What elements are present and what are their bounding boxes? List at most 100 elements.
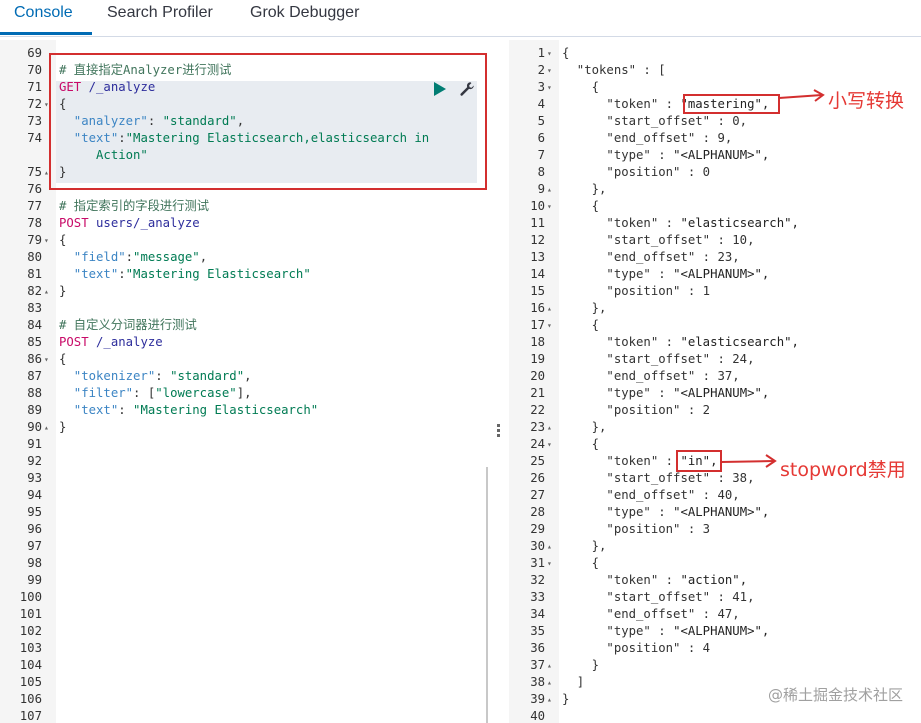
code-line: } — [59, 420, 67, 434]
line-number: 36 — [530, 641, 545, 655]
fold-toggle-icon[interactable]: ▴ — [547, 304, 552, 313]
code-line: "position" : 1 — [562, 284, 711, 298]
code-line: GET /_analyze — [59, 80, 156, 94]
line-number: 93 — [27, 471, 42, 485]
fold-toggle-icon[interactable]: ▴ — [547, 423, 552, 432]
line-number: 29 — [530, 522, 545, 536]
line-number: 103 — [19, 641, 42, 655]
code-line: "end_offset" : 40, — [562, 488, 740, 502]
line-number: 81 — [27, 267, 42, 281]
code-line: "position" : 3 — [562, 522, 711, 536]
fold-toggle-icon[interactable]: ▾ — [547, 202, 552, 211]
tab-bar: Console Search Profiler Grok Debugger — [0, 0, 921, 37]
fold-toggle-icon[interactable]: ▾ — [44, 355, 49, 364]
code-line: { — [562, 318, 600, 332]
line-number: 20 — [530, 369, 545, 383]
code-line: } — [562, 692, 570, 706]
line-number: 91 — [27, 437, 42, 451]
stopword-annotation: stopword禁用 — [780, 459, 906, 481]
code-line: "token" : "mastering", — [562, 97, 770, 111]
code-line: Action" — [59, 148, 148, 162]
fold-toggle-icon[interactable]: ▾ — [547, 559, 552, 568]
fold-toggle-icon[interactable]: ▴ — [547, 678, 552, 687]
fold-toggle-icon[interactable]: ▾ — [44, 236, 49, 245]
code-line: "position" : 2 — [562, 403, 711, 417]
code-line: "token" : "elasticsearch", — [562, 335, 799, 349]
lowercase-annotation: 小写转换 — [828, 90, 905, 112]
fold-toggle-icon[interactable]: ▴ — [547, 661, 552, 670]
line-number: 18 — [530, 335, 545, 349]
wrench-icon[interactable] — [459, 81, 475, 97]
line-number: 31 — [530, 556, 545, 570]
line-number: 101 — [19, 607, 42, 621]
code-line: "text": "Mastering Elasticsearch" — [59, 403, 319, 417]
code-line: "position" : 0 — [562, 165, 711, 179]
line-number: 86 — [27, 352, 42, 366]
line-number: 104 — [19, 658, 42, 672]
line-number: 34 — [530, 607, 545, 621]
line-number: 90 — [27, 420, 42, 434]
code-line: }, — [562, 301, 607, 315]
line-number: 72 — [27, 97, 42, 111]
request-annotation-box — [49, 53, 487, 190]
token-in-box — [676, 450, 722, 472]
fold-toggle-icon[interactable]: ▾ — [547, 83, 552, 92]
line-number: 17 — [530, 318, 545, 332]
line-number: 70 — [27, 63, 42, 77]
line-number: 74 — [27, 131, 42, 145]
line-number: 4 — [537, 97, 545, 111]
line-number: 83 — [27, 301, 42, 315]
line-number: 92 — [27, 454, 42, 468]
line-number: 9 — [537, 182, 545, 196]
line-number: 78 — [27, 216, 42, 230]
code-line: "field":"message", — [59, 250, 208, 264]
fold-toggle-icon[interactable]: ▾ — [547, 440, 552, 449]
line-number: 28 — [530, 505, 545, 519]
code-line: "analyzer": "standard", — [59, 114, 245, 128]
code-line: ] — [562, 675, 585, 689]
line-number: 22 — [530, 403, 545, 417]
arrow-icon — [778, 89, 825, 102]
line-number: 102 — [19, 624, 42, 638]
line-number: 76 — [27, 182, 42, 196]
line-number: 30 — [530, 539, 545, 553]
line-number: 11 — [530, 216, 545, 230]
fold-toggle-icon[interactable]: ▴ — [44, 287, 49, 296]
code-line: { — [562, 199, 600, 213]
response-editor[interactable]: 1▾{2▾ "tokens" : [3▾ {4 "token" : "maste… — [509, 40, 921, 723]
fold-toggle-icon[interactable]: ▴ — [547, 185, 552, 194]
code-line: { — [59, 352, 67, 366]
line-number: 8 — [537, 165, 545, 179]
line-number: 24 — [530, 437, 545, 451]
code-line: { — [562, 46, 570, 60]
pane-resize-handle[interactable] — [497, 424, 501, 438]
fold-toggle-icon[interactable]: ▴ — [547, 695, 552, 704]
line-number: 89 — [27, 403, 42, 417]
tab-search-profiler[interactable]: Search Profiler — [107, 4, 213, 21]
line-number: 106 — [19, 692, 42, 706]
fold-toggle-icon[interactable]: ▴ — [44, 168, 49, 177]
code-line: "start_offset" : 10, — [562, 233, 755, 247]
code-line: "text":"Mastering Elasticsearch" — [59, 267, 311, 281]
fold-toggle-icon[interactable]: ▴ — [44, 423, 49, 432]
fold-toggle-icon[interactable]: ▾ — [547, 49, 552, 58]
code-line: "type" : "<ALPHANUM>", — [562, 505, 770, 519]
fold-toggle-icon[interactable]: ▴ — [547, 542, 552, 551]
line-number: 6 — [537, 131, 545, 145]
tab-console[interactable]: Console — [14, 4, 73, 21]
code-line: "text":"Mastering Elasticsearch,elastics… — [59, 131, 430, 145]
code-line: } — [562, 658, 600, 672]
tab-grok-debugger[interactable]: Grok Debugger — [250, 4, 360, 21]
code-line: }, — [562, 420, 607, 434]
code-line: "start_offset" : 0, — [562, 114, 748, 128]
request-scrollbar[interactable] — [486, 467, 488, 723]
fold-toggle-icon[interactable]: ▾ — [44, 100, 49, 109]
line-number: 69 — [27, 46, 42, 60]
play-icon[interactable] — [433, 81, 447, 97]
fold-toggle-icon[interactable]: ▾ — [547, 66, 552, 75]
fold-toggle-icon[interactable]: ▾ — [547, 321, 552, 330]
code-line: { — [59, 233, 67, 247]
line-number: 71 — [27, 80, 42, 94]
line-number: 3 — [537, 80, 545, 94]
